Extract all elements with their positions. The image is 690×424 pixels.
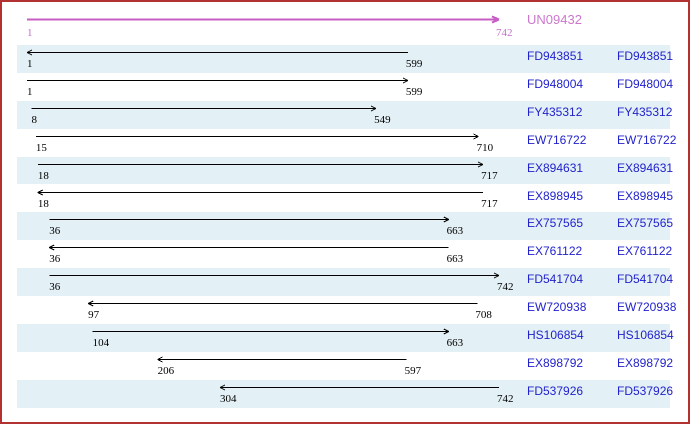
alignment-start-coord: 36 (49, 225, 61, 238)
alignment-end-coord: 599 (405, 58, 423, 70)
accession-link-secondary[interactable]: FD943851 (617, 49, 674, 63)
alignment-start-coord: 104 (92, 337, 110, 349)
alignment-end-coord: 663 (446, 337, 464, 349)
accession-link-primary[interactable]: FD537926 (527, 383, 584, 398)
left-arrow (87, 300, 478, 307)
reference-id-label: UN09432 (527, 12, 582, 27)
alignment-start-coord: 206 (157, 364, 175, 377)
alignment-row-ex894631: 18 717 EX894631 EX894631 (17, 156, 674, 185)
alignment-row-fd541704: 36 742 FD541704 FD541704 (17, 268, 674, 297)
accession-link-secondary[interactable]: EX894631 (617, 160, 674, 175)
alignment-start-coord: 97 (88, 309, 100, 322)
left-arrow (157, 356, 407, 363)
accession-link-secondary[interactable]: FD948004 (617, 76, 674, 91)
accession-link-secondary[interactable]: EW720938 (617, 300, 677, 315)
alignment-end-coord: 717 (481, 197, 498, 210)
left-arrow (49, 244, 449, 251)
alignment-start-coord: 36 (49, 281, 61, 294)
alignment-start-coord: 1 (27, 58, 33, 70)
accession-link-primary[interactable]: HS106854 (527, 328, 584, 342)
alignment-row-ex761122: 36 663 EX761122 EX761122 (17, 240, 673, 269)
alignment-end-coord: 742 (497, 281, 514, 294)
alignment-start-coord: 36 (49, 253, 61, 266)
accession-link-primary[interactable]: EW716722 (527, 132, 587, 147)
right-arrow (49, 216, 449, 223)
alignment-row-fd948004: 1 599 FD948004 FD948004 (17, 72, 674, 101)
alignment-row-ew716722: 15 710 EW716722 EW716722 (17, 128, 676, 157)
accession-link-secondary[interactable]: EX898792 (617, 355, 674, 370)
accession-link-secondary[interactable]: EX761122 (617, 244, 673, 259)
right-arrow (37, 161, 484, 168)
right-arrow (31, 105, 377, 112)
alignment-end-coord: 597 (404, 364, 422, 377)
accession-link-secondary[interactable]: HS106854 (617, 328, 674, 342)
alignment-start-coord: 8 (31, 113, 37, 126)
left-arrow (219, 384, 499, 391)
left-arrow (26, 49, 408, 56)
alignment-end-coord: 708 (475, 309, 492, 322)
alignment-row-fd943851: 1 599 FD943851 FD943851 (17, 45, 674, 73)
accession-link-primary[interactable]: EW720938 (527, 300, 587, 315)
alignment-end-coord: 710 (476, 141, 494, 154)
reference-start-coord: 1 (27, 27, 33, 39)
alignment-row-fd537926: 304 742 FD537926 FD537926 (17, 379, 674, 408)
alignment-end-coord: 599 (405, 85, 423, 98)
accession-link-primary[interactable]: EX761122 (527, 244, 583, 259)
accession-link-primary[interactable]: EX898792 (527, 355, 584, 370)
accession-link-primary[interactable]: FD948004 (527, 76, 584, 91)
accession-link-secondary[interactable]: FY435312 (617, 104, 673, 119)
alignment-start-coord: 15 (35, 141, 47, 154)
accession-link-primary[interactable]: EX898945 (527, 188, 584, 203)
alignment-row-ew720938: 97 708 EW720938 EW720938 (17, 296, 676, 324)
alignment-end-coord: 742 (497, 392, 514, 405)
right-arrow (49, 272, 500, 279)
reference-end-coord: 742 (496, 27, 513, 39)
alignment-end-coord: 663 (446, 253, 464, 266)
accession-link-secondary[interactable]: EX757565 (617, 216, 674, 231)
accession-link-primary[interactable]: EX757565 (527, 216, 584, 231)
left-arrow (37, 189, 484, 195)
alignment-start-coord: 18 (37, 169, 49, 182)
reference-track: 1 742 UN09432 (17, 2, 670, 45)
alignment-end-coord: 663 (446, 225, 464, 238)
accession-link-secondary[interactable]: FD537926 (617, 383, 674, 398)
accession-link-primary[interactable]: EX894631 (527, 160, 584, 175)
alignment-end-coord: 549 (374, 113, 391, 126)
accession-link-primary[interactable]: FD943851 (527, 49, 584, 63)
accession-link-secondary[interactable]: EW716722 (617, 132, 677, 147)
alignment-start-coord: 18 (37, 197, 49, 210)
alignment-row-ex757565: 36 663 EX757565 EX757565 (17, 212, 674, 241)
right-arrow (27, 77, 409, 84)
right-arrow (35, 133, 479, 140)
accession-link-secondary[interactable]: FD541704 (617, 272, 674, 287)
right-arrow (27, 15, 500, 24)
right-arrow (92, 328, 449, 335)
alignment-row-ex898945: 18 717 EX898945 EX898945 (17, 184, 674, 213)
alignment-start-coord: 304 (220, 392, 237, 405)
alignment-end-coord: 717 (481, 169, 498, 182)
accession-link-primary[interactable]: FY435312 (527, 104, 583, 119)
alignment-row-hs106854: 104 663 HS106854 HS106854 (17, 324, 674, 352)
alignment-start-coord: 1 (27, 85, 33, 98)
accession-link-secondary[interactable]: EX898945 (617, 188, 674, 203)
accession-link-primary[interactable]: FD541704 (527, 272, 584, 287)
alignment-row-fy435312: 8 549 FY435312 FY435312 (17, 100, 673, 129)
alignment-row-ex898792: 206 597 EX898792 EX898792 (17, 351, 674, 380)
